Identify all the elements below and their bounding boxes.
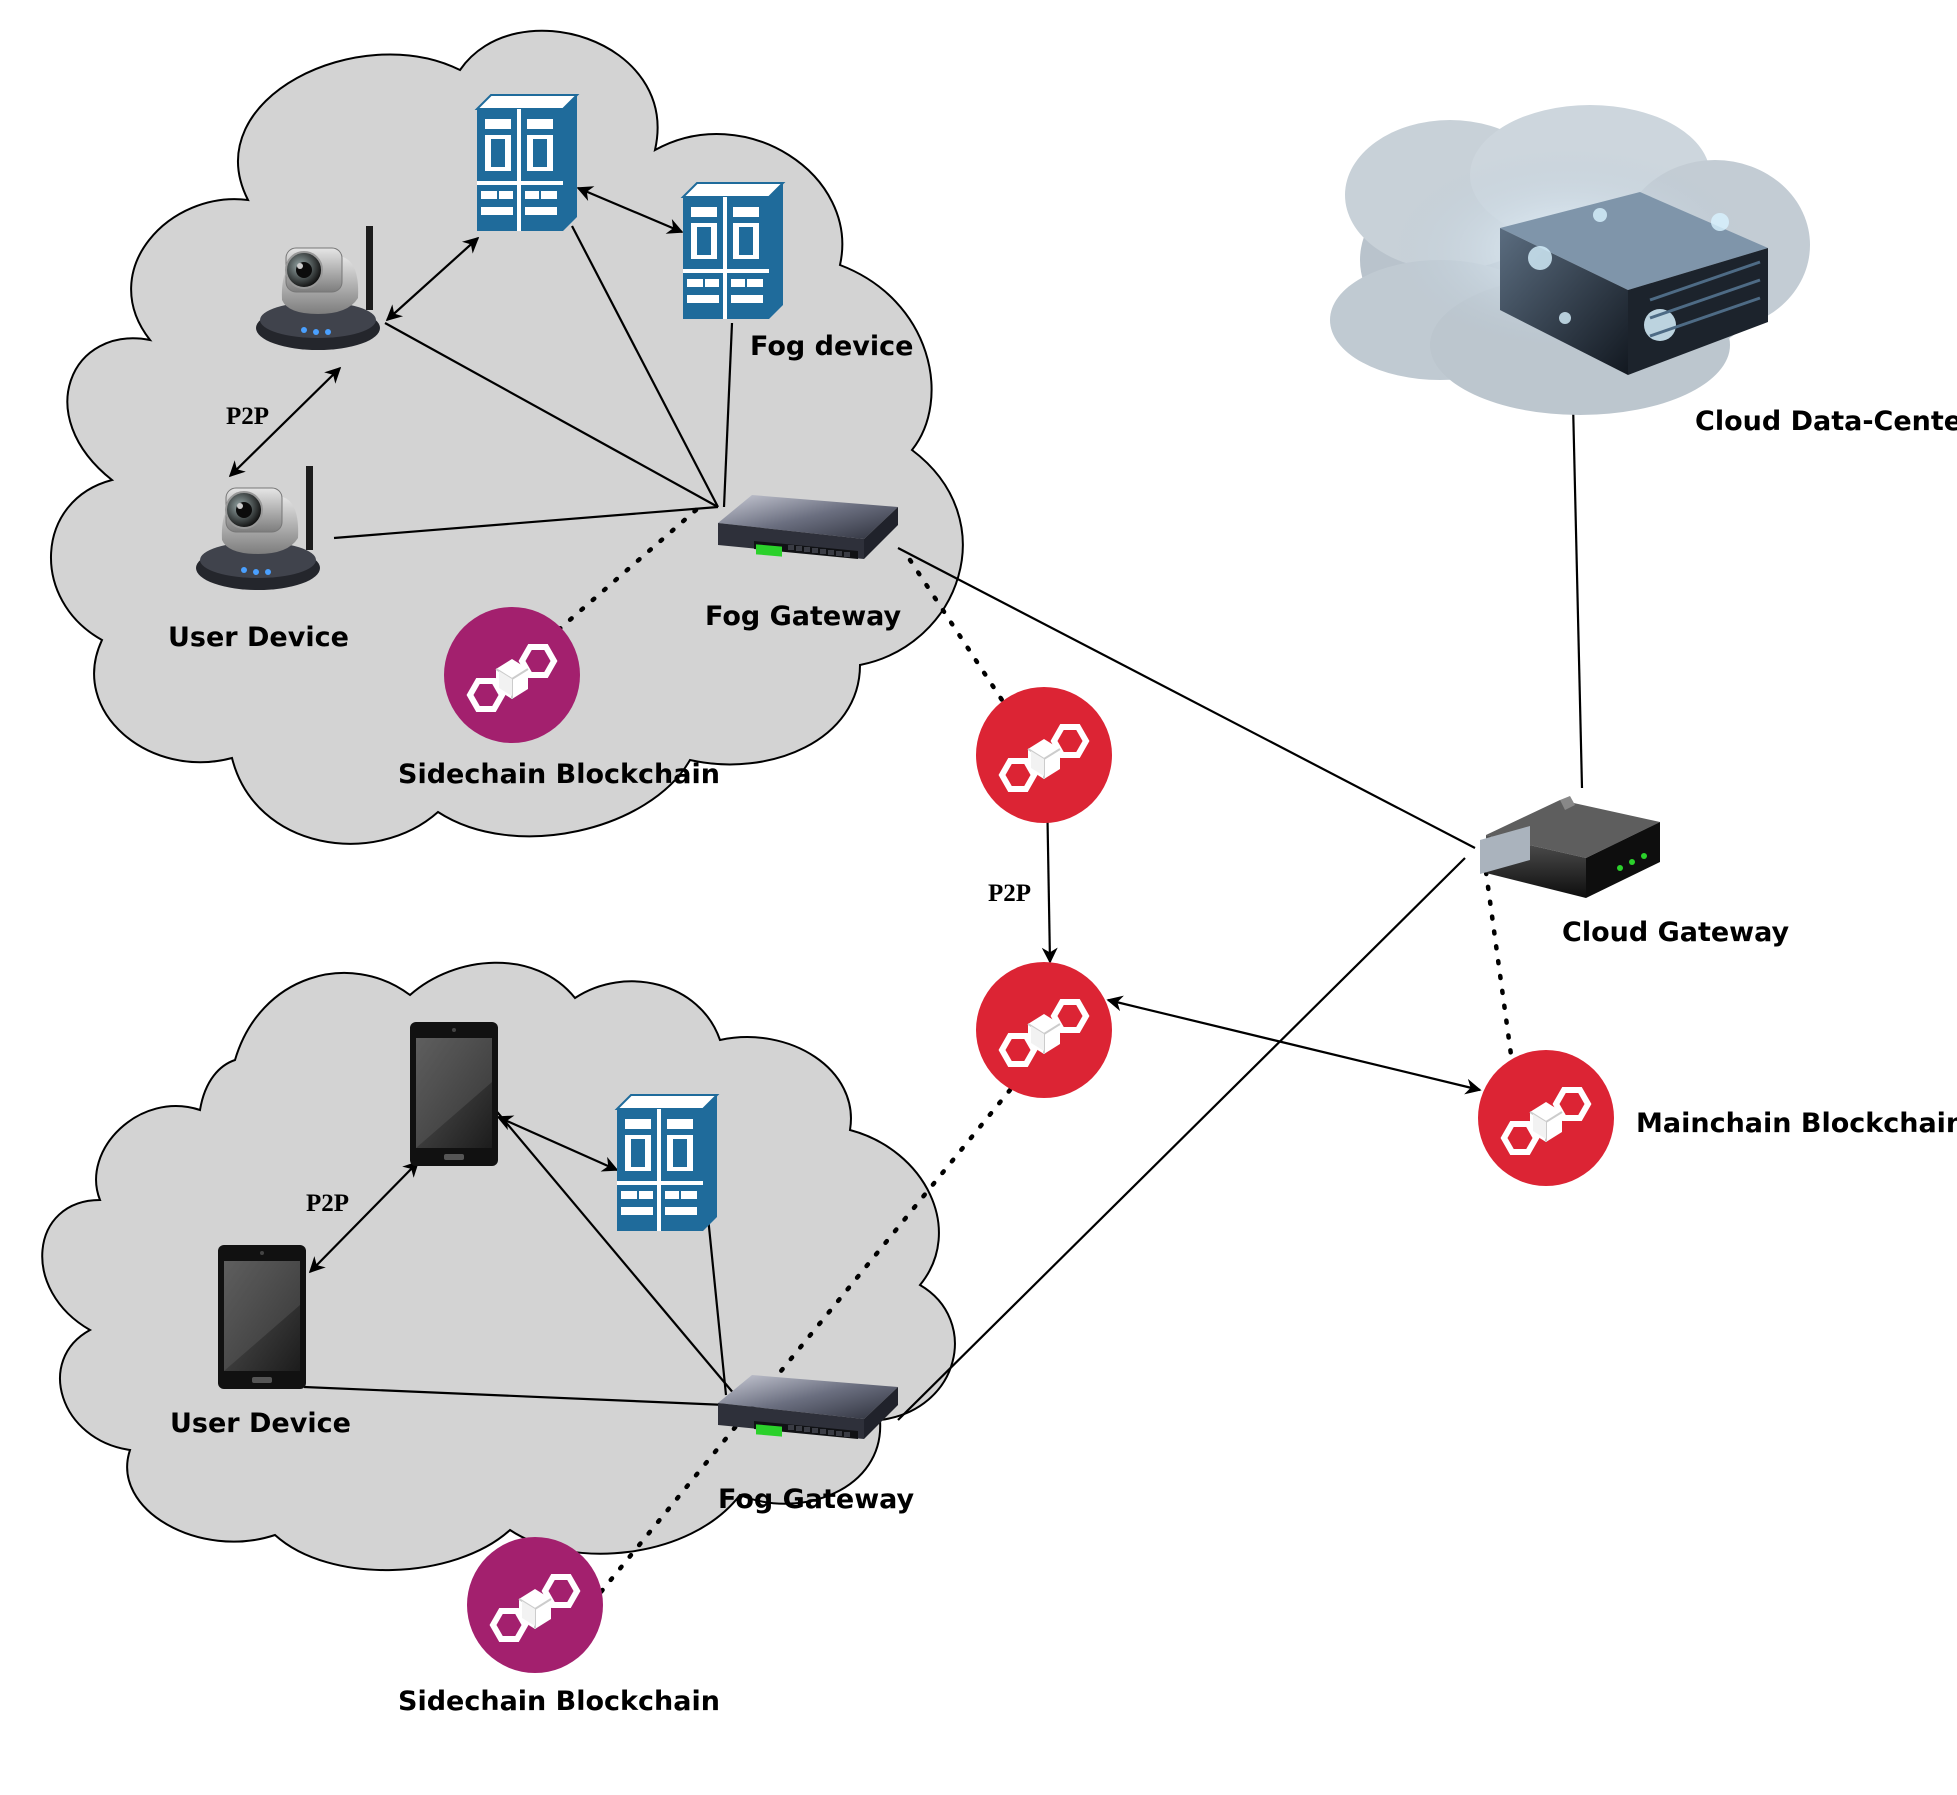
mainchain-node-icon-1 (976, 687, 1112, 823)
mainchain-blockchain-icon (1478, 1050, 1614, 1186)
sidechain-blockchain-icon-bottom (467, 1537, 603, 1673)
user-device-bottom-label: User Device (170, 1408, 351, 1439)
server-icon-top-2 (682, 182, 784, 320)
tablet-icon-bottom-2 (218, 1245, 306, 1389)
tablet-icon-bottom-1 (410, 1022, 498, 1166)
datacenter-icon (1330, 105, 1810, 415)
sidechain-blockchain-icon-top (444, 607, 580, 743)
mainchain-label: Mainchain Blockchain (1636, 1108, 1957, 1139)
p2p-top-label: P2P (226, 403, 269, 430)
p2p-bottom-label: P2P (306, 1190, 349, 1217)
user-device-top-label: User Device (168, 622, 349, 653)
router-icon (1480, 796, 1660, 898)
sidechain-bottom-label: Sidechain Blockchain (398, 1686, 720, 1717)
p2p-middle-label: P2P (988, 880, 1031, 907)
dotted-links (553, 507, 1515, 1601)
mainchain-node-icon-2 (976, 962, 1112, 1098)
fog-gateway-top-label: Fog Gateway (705, 601, 902, 632)
server-icon-top-1 (476, 94, 578, 232)
fog-gateway-bottom-label: Fog Gateway (718, 1484, 915, 1515)
cloud-gateway-label: Cloud Gateway (1562, 917, 1790, 948)
sidechain-top-label: Sidechain Blockchain (398, 759, 720, 790)
server-icon-bottom (616, 1094, 718, 1232)
fog-device-label: Fog device (750, 331, 913, 362)
fog-cloud-bottom (41, 961, 956, 1572)
cloud-datacenter-label: Cloud Data-Center (1695, 406, 1957, 437)
arrows (228, 186, 1482, 1274)
